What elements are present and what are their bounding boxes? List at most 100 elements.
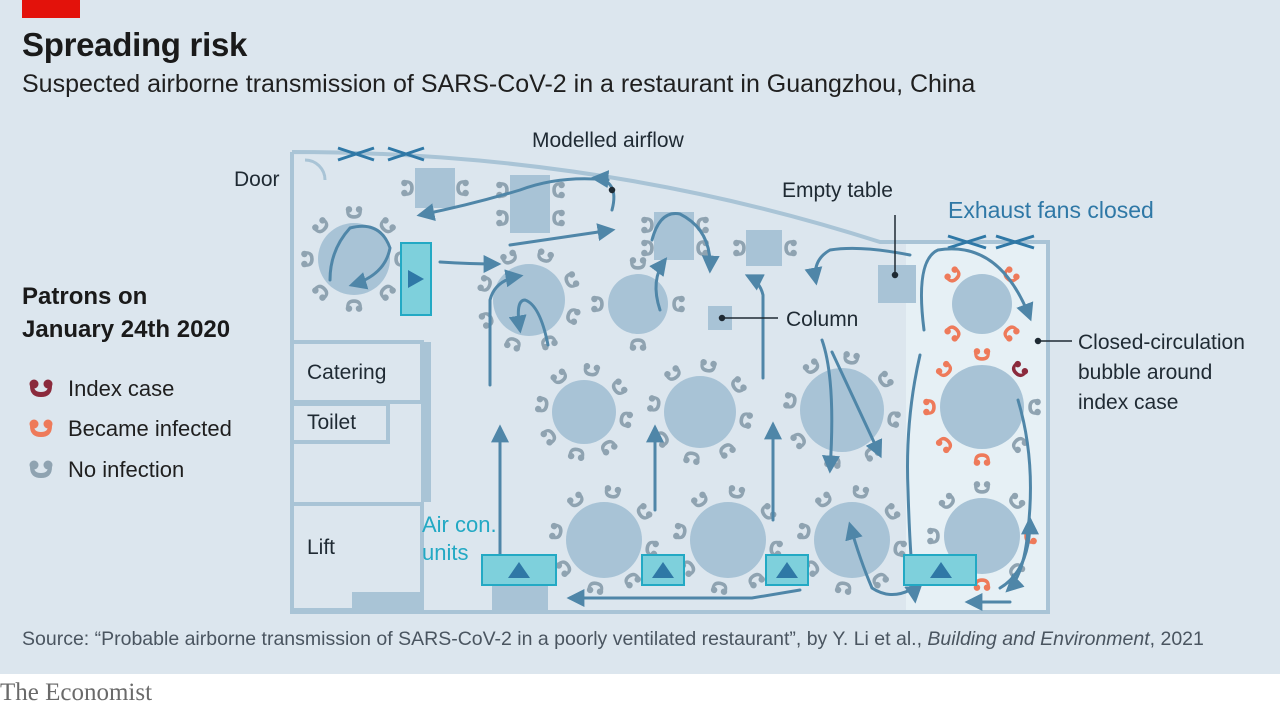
patron-icon	[689, 490, 711, 511]
patron-icon	[621, 569, 643, 590]
patron-icon	[598, 436, 619, 457]
patron-icon	[881, 501, 902, 523]
patron-icon	[757, 501, 778, 523]
patron-icon	[733, 239, 746, 257]
restaurant-walls	[290, 150, 1050, 614]
patron-icon	[672, 295, 685, 313]
patron-icon	[618, 410, 634, 429]
bubble-label-line3: index case	[1078, 391, 1178, 414]
patron-icon	[813, 490, 835, 511]
patron-icon	[591, 295, 604, 313]
round-table	[814, 502, 890, 578]
patron-icon	[716, 440, 738, 461]
patron-icon	[503, 334, 524, 353]
patron-icon	[345, 299, 363, 312]
patron-icon	[456, 179, 469, 197]
patron-icon	[552, 209, 565, 227]
legend-label-became-infected: Became infected	[68, 416, 232, 441]
patron-icon	[834, 580, 853, 596]
patron-icon	[682, 450, 702, 466]
patron-icon	[567, 446, 586, 462]
patron-icon	[603, 484, 622, 500]
aircon-units	[400, 242, 977, 586]
patron-icon	[728, 374, 749, 396]
patron-icon	[477, 309, 497, 330]
round-table	[552, 380, 616, 444]
patron-icon	[301, 250, 314, 268]
round-table	[566, 502, 642, 578]
lift-door	[352, 592, 420, 612]
round-table	[608, 274, 668, 334]
patron-icon	[401, 179, 414, 197]
exhaust-fans-label: Exhaust fans closed	[948, 197, 1154, 223]
lift-label: Lift	[307, 536, 335, 559]
brand-red-tag	[22, 0, 80, 18]
legend-title-line2: January 24th 2020	[22, 316, 231, 343]
patron-icon	[554, 557, 575, 579]
exhaust-fan-marks	[337, 146, 1035, 250]
patron-icon	[549, 367, 570, 388]
source-journal: Building and Environment	[927, 628, 1150, 650]
patron-icon	[886, 409, 902, 429]
patron-icon	[534, 247, 555, 266]
chart-title: Spreading risk	[22, 26, 248, 63]
brand-logo: The Economist	[0, 679, 153, 706]
patron-icon	[539, 426, 560, 447]
square-table	[415, 168, 455, 208]
patron-icon	[641, 216, 654, 234]
patron-icon	[561, 270, 581, 291]
patron-icon	[851, 484, 870, 500]
source-suffix: , 2021	[1149, 628, 1204, 650]
source-prefix: Source: “Probable airborne transmission …	[22, 628, 928, 650]
patron-icon	[376, 281, 398, 303]
patron-icon	[496, 209, 509, 227]
patron-icon	[823, 454, 843, 470]
patron-icon	[629, 257, 647, 270]
patron-uninfected-icon	[29, 460, 53, 478]
patron-icon	[841, 350, 861, 366]
square-table	[746, 230, 782, 266]
leader-lines	[608, 186, 1072, 345]
patron-icon	[476, 274, 495, 295]
patron-icon	[552, 181, 565, 199]
patron-icon	[641, 239, 654, 257]
aircon-label-line1: Air con.	[422, 512, 497, 537]
patron-icon	[727, 484, 746, 500]
patron-icon	[646, 394, 662, 414]
aircon-label-line2: units	[422, 540, 468, 565]
bubble-label-line2: bubble around	[1078, 361, 1212, 384]
patron-icon	[534, 395, 550, 414]
toilet-label: Toilet	[307, 411, 356, 434]
patron-icon	[801, 357, 823, 377]
round-table	[800, 368, 884, 452]
bubble-label-line1: Closed-circulation	[1078, 331, 1245, 354]
round-table	[664, 376, 736, 448]
round-table	[940, 365, 1024, 449]
round-table	[493, 264, 565, 336]
patron-icon	[672, 522, 688, 541]
patron-icon	[608, 377, 629, 398]
patron-icon	[782, 391, 798, 411]
patron-icon	[875, 369, 895, 391]
round-table	[952, 274, 1012, 334]
footer-band	[0, 674, 1280, 711]
patron-icon	[696, 216, 709, 234]
patron-icon	[662, 363, 684, 384]
patron-index-icon	[29, 379, 53, 397]
patron-icon	[745, 569, 767, 590]
patron-icon	[738, 410, 754, 430]
patron-icon	[629, 338, 647, 351]
square-table	[878, 265, 916, 303]
source-note: Source: “Probable airborne transmission …	[22, 628, 1204, 651]
airflow-label: Modelled airflow	[532, 129, 685, 152]
patron-icon	[563, 305, 582, 326]
patron-icon	[586, 580, 605, 596]
patron-infected-icon	[29, 419, 53, 437]
patron-icon	[499, 248, 520, 268]
patron-icon	[345, 206, 363, 219]
patron-icon	[633, 501, 654, 523]
empty-table-label: Empty table	[782, 179, 893, 202]
patron-icon	[710, 580, 729, 596]
patron-icon	[310, 215, 332, 237]
